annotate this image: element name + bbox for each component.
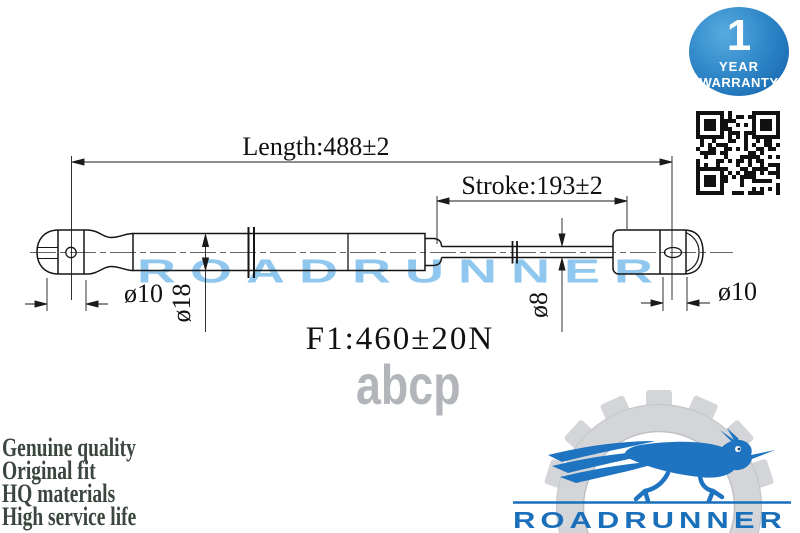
warranty-badge: 1 YEAR WARRANTY <box>689 7 789 96</box>
dimension-stroke: Stroke:193±2 <box>436 171 628 244</box>
dimension-length: Length:488±2 <box>71 132 673 300</box>
feature-item: Genuine quality <box>2 433 136 462</box>
warranty-years: 1 <box>726 11 752 60</box>
dimension-body-diameter: ø18 <box>167 234 210 332</box>
force-label: F1:460±20N <box>306 321 494 357</box>
svg-text:Length:488±2: Length:488±2 <box>242 132 389 161</box>
feature-item: High service life <box>2 502 137 531</box>
abcp-watermark: abcp <box>356 353 461 416</box>
feature-item: HQ materials <box>2 479 116 508</box>
svg-text:ø18: ø18 <box>167 284 196 323</box>
svg-text:Stroke:193±2: Stroke:193±2 <box>461 171 602 200</box>
svg-text:ø10: ø10 <box>124 279 163 308</box>
dimension-right-eye-diameter: ø10 <box>641 277 757 311</box>
brand-wordmark: ROADRUNNER <box>513 507 787 533</box>
roadrunner-bird-icon <box>548 428 775 504</box>
brand-logo <box>513 390 791 533</box>
gas-spring-outline <box>36 227 704 278</box>
dimension-left-eye-diameter: ø10 <box>25 278 163 311</box>
feature-item: Original fit <box>2 456 96 485</box>
feature-list: Genuine quality Original fit HQ material… <box>2 433 137 531</box>
qr-code <box>696 111 780 195</box>
svg-text:ø10: ø10 <box>718 277 757 306</box>
dimension-rod-diameter: ø8 <box>524 218 566 332</box>
warranty-year-label: YEAR <box>718 59 760 74</box>
warranty-label: WARRANTY <box>699 75 779 90</box>
svg-text:ø8: ø8 <box>524 292 553 318</box>
dimension-annotations: Length:488±2 Stroke:193±2 ø18 <box>25 132 757 357</box>
gear-icon <box>544 390 774 533</box>
